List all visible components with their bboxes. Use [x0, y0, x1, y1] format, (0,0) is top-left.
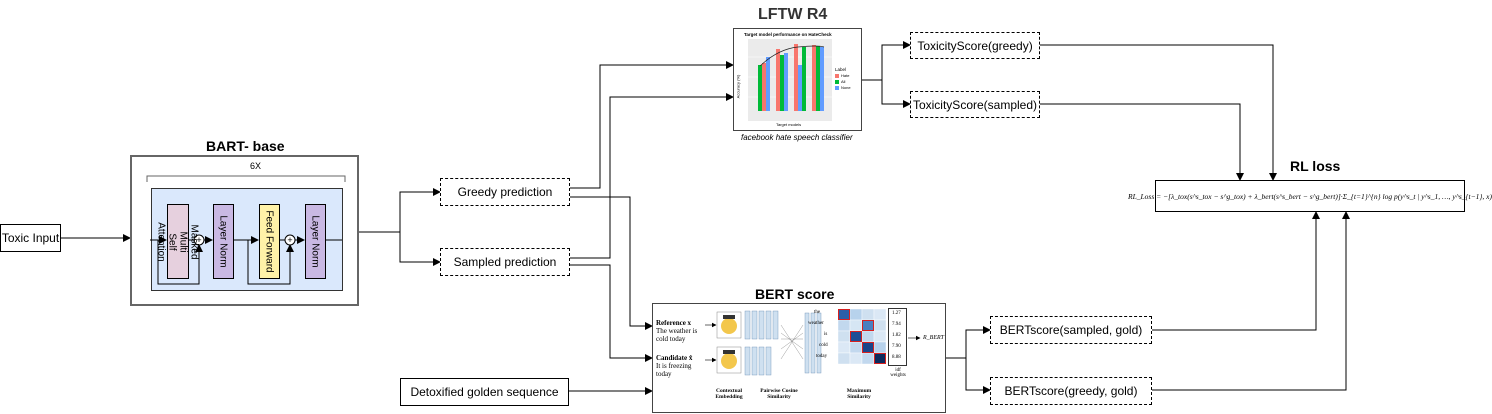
idf-value-2: 7.94 [892, 322, 901, 327]
bert-result-label: R_BERT [923, 335, 944, 341]
similarity-matrix [837, 308, 887, 365]
residual-plus-1: + [196, 235, 201, 245]
bert-score-title: BERT score [755, 286, 835, 302]
arrow-bs-sampled-to-rl [1152, 211, 1320, 331]
row-word-4: cold [819, 343, 828, 348]
rl-loss-title: RL loss [1290, 158, 1341, 174]
bertscore-sampled-box: BERTscore(sampled, gold) [990, 316, 1152, 344]
col-label-max-sim: Maximum Similarity [846, 388, 872, 400]
bert-result-arrow [908, 335, 921, 341]
idf-label: idf weights [890, 368, 906, 378]
feed-forward-block: Feed Forward [259, 204, 280, 279]
legend-swatch-none [835, 86, 839, 90]
arrow-bert-to-bs-sampled [946, 326, 991, 359]
arrow-lftw-to-tox-sampled [881, 80, 911, 108]
row-word-1: the [814, 310, 821, 315]
row-word-2: weather [808, 321, 824, 326]
legend-label-hate: Hate [841, 73, 850, 78]
idf-value-1: 1.27 [892, 311, 901, 316]
arrow-lftw-to-tox-greedy [862, 41, 911, 81]
toxicity-sampled-box: ToxicityScore(sampled) [910, 91, 1040, 118]
layer-norm-block-2: Layer Norm [305, 204, 326, 279]
rl-loss-formula: RL_Loss = −[λ_tox(s^s_tox − s^g_tox) + λ… [1127, 191, 1492, 201]
legend-label-none: None [841, 85, 851, 90]
arrow-sampled-to-lftw [570, 93, 734, 259]
arrow-greedy-to-lftw [570, 61, 734, 189]
col-label-embedding: Contextual Embedding [715, 388, 743, 400]
detox-gold-box: Detoxified golden sequence [400, 378, 569, 406]
toxic-input-label: Toxic Input [1, 231, 60, 245]
residual-plus-2: + [287, 235, 292, 245]
bert-score-graphics [705, 310, 822, 376]
lftw-bar-chart [748, 39, 832, 121]
bart-repeat-brace [146, 175, 346, 182]
legend-swatch-all [835, 80, 839, 84]
col-label-pairwise: Pairwise Cosine Similarity [760, 388, 798, 400]
toxic-input-box: Toxic Input [0, 224, 61, 252]
candidate-label: Candidate x̂ [656, 354, 693, 362]
row-word-5: today [816, 354, 828, 359]
lftw-chart-xlabel: Target models [776, 122, 802, 127]
arrow-bs-greedy-to-rl [1152, 211, 1350, 391]
arrow-sampled-to-bert [570, 264, 653, 362]
arrow-bart-to-greedy [358, 188, 441, 233]
greedy-prediction-box: Greedy prediction [440, 178, 570, 206]
bertscore-greedy-box: BERTscore(greedy, gold) [990, 377, 1152, 405]
bert-score-figure: Reference x The weather is cold today Ca… [652, 303, 946, 413]
bart-encoder-block: + + Masked Multi Self Attention Layer No… [150, 188, 343, 291]
idf-weights-box: 1.27 7.94 1.82 7.90 8.88 [888, 308, 907, 366]
arrow-tox-greedy-to-rl [1040, 44, 1277, 181]
legend-swatch-hate [835, 74, 839, 78]
idf-value-4: 7.90 [892, 344, 901, 349]
sampled-prediction-box: Sampled prediction [440, 248, 570, 276]
bart-frame: 6X + + Masked Multi Self Attention [130, 155, 359, 306]
layer-norm-block-1: Layer Norm [213, 204, 234, 279]
toxicity-greedy-box: ToxicityScore(greedy) [910, 32, 1040, 59]
row-word-3: is [824, 332, 828, 337]
reference-label: Reference x [656, 319, 692, 327]
lftw-legend-title: Label [835, 67, 847, 72]
masked-attention-block: Masked Multi Self Attention [156, 204, 200, 279]
reference-text: The weather is cold today [656, 327, 698, 343]
bart-repeat-label: 6X [250, 161, 262, 171]
arrow-bart-to-sampled [399, 232, 441, 266]
lftw-caption: facebook hate speech classifier [741, 133, 853, 142]
rl-loss-formula-box: RL_Loss = −[λ_tox(s^s_tox − s^g_tox) + λ… [1128, 180, 1492, 212]
lftw-chart-ylabel: Accuracy (%) [735, 74, 741, 99]
lftw-chart-frame: Target model performance on HateCheck Ac… [733, 28, 862, 131]
candidate-text: It is freezing today [656, 362, 692, 378]
arrow-greedy-to-bert [570, 196, 653, 330]
idf-value-3: 1.82 [892, 333, 901, 338]
idf-value-5: 8.88 [892, 355, 901, 360]
legend-label-all: All [841, 79, 846, 84]
arrow-tox-sampled-to-rl [1040, 103, 1244, 181]
bart-title: BART- base [206, 138, 285, 154]
arrow-bert-to-bs-greedy [965, 358, 991, 394]
lftw-title: LFTW R4 [758, 6, 828, 23]
lftw-chart-title: Target model performance on HateCheck [744, 32, 832, 37]
